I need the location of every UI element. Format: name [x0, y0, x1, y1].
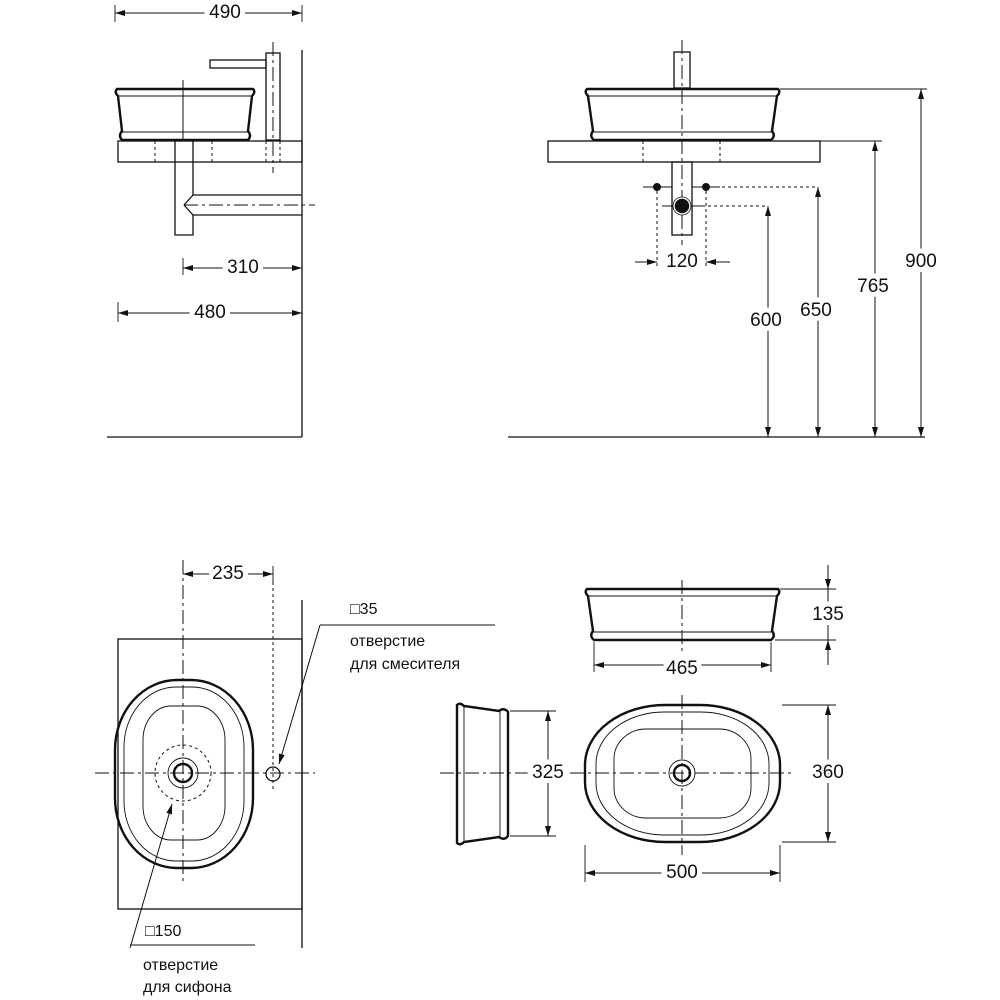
- basin-plan: [113, 678, 255, 870]
- supply-point-left: [653, 183, 661, 191]
- drain-hole-size: □150: [145, 923, 181, 940]
- drain-hole-label-1: отверстие: [143, 957, 218, 974]
- dim-label-900: 900: [905, 251, 937, 272]
- dim-label-500: 500: [666, 862, 698, 883]
- dim-label-235: 235: [212, 563, 244, 584]
- countertop-plan: [117, 638, 303, 910]
- siphon-pipe: [174, 141, 315, 236]
- dim-label-650: 650: [800, 300, 832, 321]
- dim-label-310: 310: [227, 257, 259, 278]
- basin-top-view: [570, 695, 795, 855]
- tap-hole-label-1: отверстие: [350, 633, 425, 650]
- faucet: [209, 42, 281, 173]
- dim-label-480: 480: [194, 302, 226, 323]
- dim-label-465: 465: [666, 658, 698, 679]
- drain-hole-callout: □150 отверстие для сифона: [129, 803, 255, 996]
- dim-label-325: 325: [532, 762, 564, 783]
- dim-label-360: 360: [812, 762, 844, 783]
- drain-hole-label-2: для сифона: [143, 979, 232, 996]
- side-view: 490 310: [107, 0, 315, 438]
- basin-detail: 135 465 325 360 500: [440, 565, 849, 888]
- dim-label-600: 600: [750, 310, 782, 331]
- plan-view: 235 □35 отверстие для смесителя □150 отв…: [95, 558, 495, 996]
- tap-hole-label-2: для смесителя: [350, 656, 460, 673]
- front-view: 120 600 650 765 900: [508, 40, 942, 438]
- countertop-side: [117, 140, 303, 163]
- tap-hole: [265, 766, 281, 782]
- dim-label-490: 490: [209, 2, 241, 23]
- countertop-front: [547, 140, 821, 163]
- basin-profile: [440, 702, 530, 846]
- dim-label-120: 120: [666, 251, 698, 272]
- tap-hole-callout: □35 отверстие для смесителя: [278, 601, 495, 765]
- tap-hole-size: □35: [350, 601, 378, 618]
- basin-elevation: [584, 580, 781, 652]
- supply-point-right: [702, 183, 710, 191]
- dim-label-765: 765: [857, 276, 889, 297]
- drain-outlet: [673, 197, 691, 215]
- basin-side: [114, 80, 256, 142]
- dim-label-135: 135: [812, 604, 844, 625]
